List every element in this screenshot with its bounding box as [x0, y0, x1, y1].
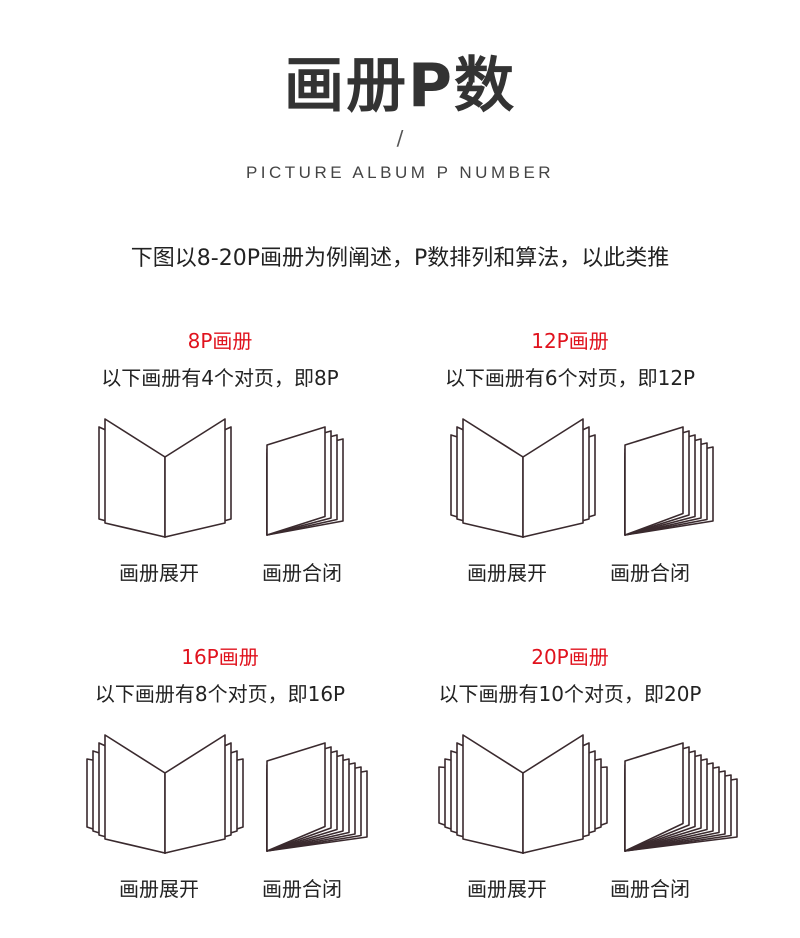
album-block-20p: 20P画册 以下画册有10个对页，即20P 画册展开 画册合闭 — [380, 643, 760, 901]
page-outline — [624, 426, 684, 536]
open-caption: 画册展开 — [467, 561, 547, 585]
album-block-8p: 8P画册 以下画册有4个对页，即8P 画册展开 画册合闭 — [30, 327, 410, 585]
album-description: 以下画册有8个对页，即16P — [94, 682, 346, 706]
closed-book-icon — [624, 426, 714, 536]
open-book-icon — [438, 734, 608, 854]
album-illustration — [438, 734, 738, 854]
page-outline — [522, 734, 584, 854]
open-caption: 画册展开 — [467, 877, 547, 901]
album-illustration — [98, 418, 344, 538]
page-subtitle: PICTURE ALBUM P NUMBER — [245, 163, 555, 182]
page-outline — [462, 418, 524, 538]
page-outline — [266, 742, 326, 852]
album-heading: 20P画册 — [531, 645, 609, 669]
album-description: 以下画册有10个对页，即20P — [438, 682, 702, 706]
open-caption: 画册展开 — [119, 877, 199, 901]
page-outline — [164, 418, 226, 538]
closed-caption: 画册合闭 — [262, 877, 342, 901]
intro-text: 下图以8-20P画册为例阐述，P数排列和算法，以此类推 — [130, 246, 670, 271]
page-outline — [104, 734, 166, 854]
open-book-icon — [450, 418, 596, 538]
title-separator: / — [396, 126, 404, 150]
page-outline — [266, 426, 326, 536]
closed-caption: 画册合闭 — [610, 877, 690, 901]
page-outline — [104, 418, 166, 538]
open-book-icon — [98, 418, 232, 538]
closed-book-icon — [266, 742, 368, 852]
album-heading: 8P画册 — [187, 329, 253, 353]
album-block-12p: 12P画册 以下画册有6个对页，即12P 画册展开 画册合闭 — [380, 327, 760, 585]
album-description: 以下画册有4个对页，即8P — [101, 366, 339, 390]
album-heading: 12P画册 — [531, 329, 609, 353]
album-block-16p: 16P画册 以下画册有8个对页，即16P 画册展开 画册合闭 — [30, 643, 410, 901]
page-outline — [462, 734, 524, 854]
album-description: 以下画册有6个对页，即12P — [444, 366, 696, 390]
closed-book-icon — [266, 426, 344, 536]
page-title: 画册P数 — [284, 51, 516, 121]
open-caption: 画册展开 — [119, 561, 199, 585]
page-outline — [164, 734, 226, 854]
closed-caption: 画册合闭 — [610, 561, 690, 585]
closed-caption: 画册合闭 — [262, 561, 342, 585]
open-book-icon — [86, 734, 244, 854]
album-illustration — [450, 418, 714, 538]
page-outline — [522, 418, 584, 538]
album-illustration — [86, 734, 368, 854]
closed-book-icon — [624, 742, 738, 852]
album-heading: 16P画册 — [181, 645, 259, 669]
page-outline — [624, 742, 684, 852]
